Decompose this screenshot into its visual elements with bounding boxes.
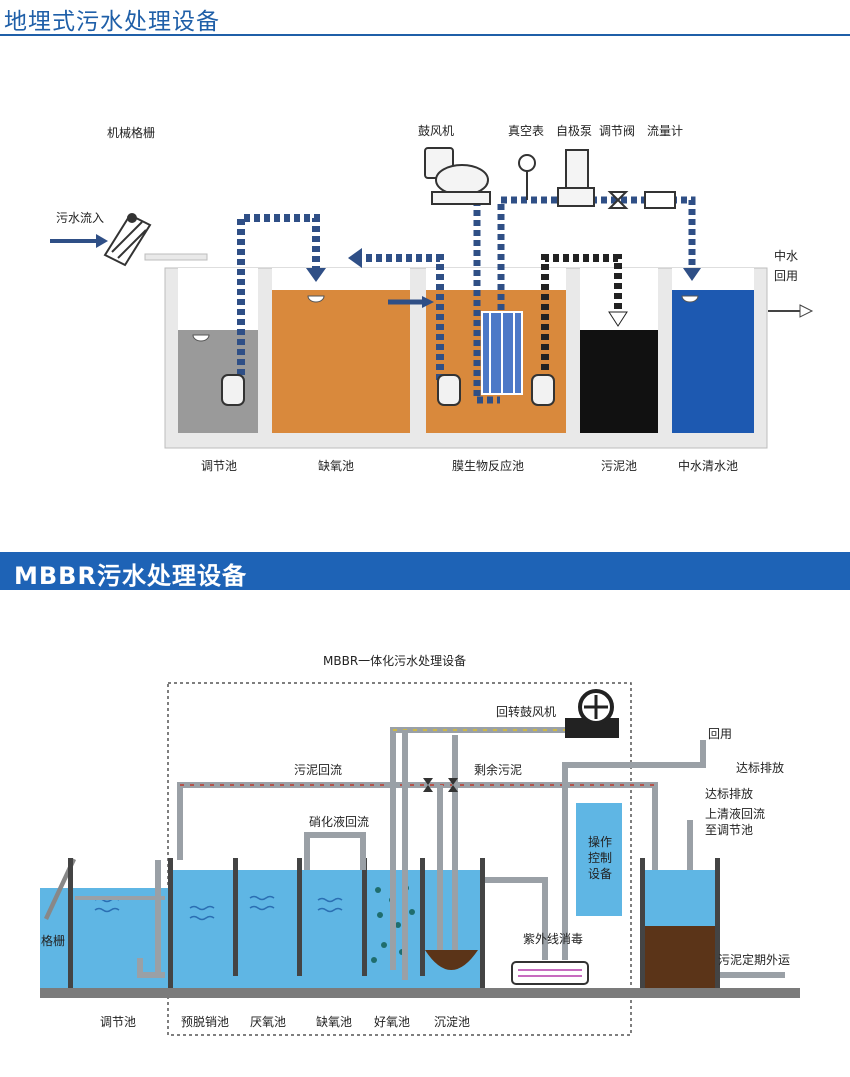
air-pipe	[473, 200, 500, 404]
label-unit: MBBR一体化污水处理设备	[323, 654, 466, 668]
inflow-arrow	[96, 234, 108, 248]
tank-label: 污泥池	[601, 459, 637, 473]
label-discharge: 达标排放	[705, 786, 753, 801]
valve-icon	[423, 778, 433, 792]
ground	[40, 988, 800, 998]
label-grille: 格栅	[41, 933, 65, 948]
label-reuse-1: 中水	[774, 248, 798, 263]
submersible-pump-icon	[221, 374, 245, 406]
tank-label: 中水清水池	[678, 458, 738, 473]
label-supernatant-2: 至调节池	[705, 823, 753, 837]
return-pipe	[362, 254, 444, 380]
clear-water-tank-water	[672, 290, 754, 433]
sludge-pipe	[541, 254, 622, 380]
label-supernatant-1: 上清液回流	[705, 806, 765, 821]
sludge-tank-water	[580, 330, 658, 433]
label-excess-sludge: 剩余污泥	[474, 762, 522, 777]
label-uv: 紫外线消毒	[523, 932, 583, 946]
tank-label: 预脱销池	[181, 1014, 229, 1029]
label-inflow: 污水流入	[56, 211, 104, 225]
label-self-priming-pump: 自极泵	[556, 124, 592, 138]
label-valve: 调节阀	[599, 124, 635, 138]
section2-title: MBBR污水处理设备	[14, 562, 247, 590]
rotary-blower-icon	[565, 689, 619, 738]
tank-label: 调节池	[100, 1015, 136, 1029]
label-control-1: 操作	[588, 834, 612, 849]
label-screen: 机械格栅	[107, 125, 155, 140]
section1-title: 地埋式污水处理设备	[4, 9, 220, 35]
label-reuse-2: 回用	[774, 269, 798, 283]
label-vacuum-gauge: 真空表	[508, 124, 544, 138]
label-control-3: 设备	[588, 867, 612, 881]
uv-unit-icon	[511, 961, 589, 985]
submersible-pump-icon	[437, 374, 461, 406]
tank-label: 缺氧池	[316, 1014, 352, 1029]
tank-label: 膜生物反应池	[452, 458, 524, 473]
label-flowmeter: 流量计	[647, 124, 683, 138]
flowmeter-icon	[644, 191, 676, 209]
label-discharge-top: 达标排放	[736, 760, 784, 775]
section1-title-underline	[0, 34, 850, 36]
membrane-module-icon	[481, 311, 523, 395]
settling-sludge	[425, 950, 478, 970]
valve-icon	[448, 778, 458, 792]
tank-label: 沉淀池	[434, 1015, 470, 1029]
diagram-underground: 机械格栅 污水流入 鼓风机 真空表 自极泵 调节阀 流量计 中水 回用 调节池 …	[50, 124, 814, 473]
nitrate-return-pipe	[304, 832, 366, 870]
self-priming-pump-icon	[557, 149, 595, 207]
submersible-pump-icon	[531, 374, 555, 406]
clear-water-tank	[645, 870, 715, 926]
tank-label: 好氧池	[374, 1015, 410, 1029]
label-control-2: 控制	[588, 851, 612, 865]
label-rotary-blower: 回转鼓风机	[496, 704, 556, 719]
label-sludge-out: 污泥定期外运	[718, 952, 790, 967]
mechanical-screen-icon	[103, 213, 152, 267]
label-blower: 鼓风机	[418, 124, 454, 138]
transfer-pipe	[237, 214, 320, 375]
reuse-arrow	[799, 304, 814, 318]
regulating-valve-icon	[607, 191, 629, 209]
sludge-return-pipe	[177, 782, 658, 870]
tank-label: 缺氧池	[318, 458, 354, 473]
blower-icon	[424, 147, 491, 205]
section2-banner	[0, 552, 850, 590]
tank-label: 调节池	[201, 459, 237, 473]
uv-pipe	[485, 877, 548, 960]
sludge-storage	[645, 926, 715, 988]
label-sludge-return: 污泥回流	[294, 763, 342, 777]
anoxic-tank-water	[272, 290, 410, 433]
diagram-mbbr: MBBR一体化污水处理设备	[40, 654, 800, 1036]
control-cabinet	[576, 803, 622, 916]
tank-label: 厌氧池	[250, 1015, 286, 1029]
regulating-tank-water	[178, 330, 258, 433]
permeate-pipe	[497, 196, 696, 310]
vacuum-gauge-icon	[518, 154, 536, 200]
label-nitrate-return: 硝化液回流	[309, 814, 369, 829]
reuse-pipe	[562, 740, 706, 960]
label-reuse: 回用	[708, 727, 732, 741]
